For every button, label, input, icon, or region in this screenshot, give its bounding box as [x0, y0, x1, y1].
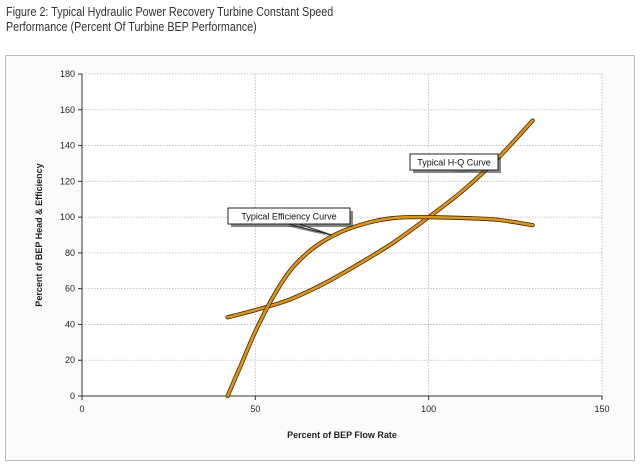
series-line	[226, 119, 534, 319]
x-tick-label: 150	[594, 404, 609, 414]
callout-efficiency-curve: Typical Efficiency Curve	[227, 207, 353, 237]
series-typical-efficiency-curve	[225, 214, 535, 399]
y-tick-label: 140	[60, 141, 75, 151]
y-tick-label: 80	[65, 248, 75, 258]
callout-label: Typical Efficiency Curve	[241, 212, 336, 222]
plot-area	[82, 74, 602, 396]
x-tick-label: 100	[421, 404, 436, 414]
figure-title: Figure 2: Typical Hydraulic Power Recove…	[6, 5, 522, 35]
callout-label: Typical H-Q Curve	[417, 158, 491, 168]
y-tick-label: 60	[65, 284, 75, 294]
series-typical-h-q-curve	[225, 118, 535, 320]
callout-hq-curve: Typical H-Q Curve	[409, 153, 501, 173]
series-line	[226, 215, 534, 398]
y-tick-label: 40	[65, 319, 75, 329]
y-tick-label: 20	[65, 355, 75, 365]
y-tick-label: 120	[60, 176, 75, 186]
figure-title-line-2: Performance (Percent Of Turbine BEP Perf…	[6, 20, 257, 34]
x-tick-label: 50	[250, 404, 260, 414]
y-tick-label: 0	[70, 391, 75, 401]
callout-pointer-shadow	[286, 226, 334, 237]
x-axis-title: Percent of BEP Flow Rate	[287, 430, 397, 440]
y-tick-label: 180	[60, 69, 75, 79]
y-tick-label: 100	[60, 212, 75, 222]
y-axis-title: Percent of BEP Head & Efficiency	[34, 163, 44, 306]
callout-box	[227, 207, 351, 225]
figure-title-line-1: Figure 2: Typical Hydraulic Power Recove…	[6, 5, 334, 19]
x-tick-label: 0	[79, 404, 84, 414]
y-tick-label: 160	[60, 105, 75, 115]
callout-box	[409, 153, 499, 171]
